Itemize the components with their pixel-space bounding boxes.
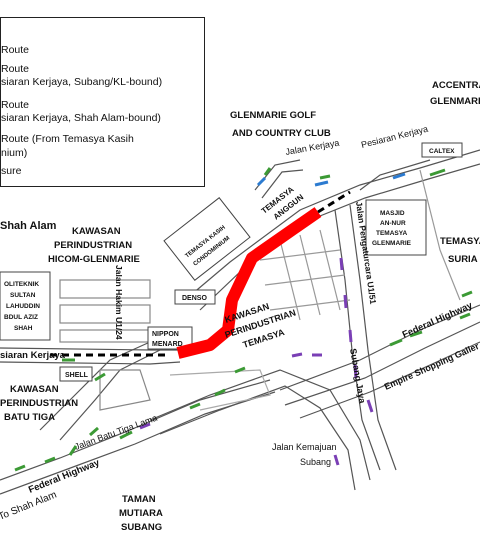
nippon-label-2: MENARD bbox=[152, 341, 183, 348]
jalan-kerjaya-label: Jalan Kerjaya bbox=[285, 138, 340, 157]
politeknik-label-4: BDUL AZIZ bbox=[4, 314, 38, 321]
jalan-kemajuan-label-1: Jalan Kemajuan bbox=[272, 442, 337, 452]
masjid-label-4: GLENMARIE bbox=[372, 240, 412, 247]
to-shah-alam-label: To Shah Alam bbox=[0, 489, 58, 522]
temasya-suria-label-1: TEMASYA bbox=[440, 236, 480, 247]
politeknik-label-1: OLITEKNIK bbox=[4, 281, 39, 288]
jalan-hakim-label: Jalan Hakim U1/24 bbox=[114, 265, 124, 340]
nippon-box bbox=[147, 326, 193, 350]
legend: Route Route siaran Kerjaya, Subang/KL-bo… bbox=[0, 17, 205, 187]
legend-item-5: siaran Kerjaya, Shah Alam-bound) bbox=[1, 112, 161, 124]
denso-label: DENSO bbox=[182, 295, 207, 302]
federal-highway-right-label: Federal Highway bbox=[401, 300, 475, 341]
purple-route-marks bbox=[139, 257, 374, 466]
masjid-box bbox=[365, 199, 427, 256]
caltex-box bbox=[421, 142, 463, 158]
kawasan-hicom-label-2: PERINDUSTRIAN bbox=[54, 240, 132, 251]
politeknik-box bbox=[0, 271, 51, 341]
kawasan-batu-tiga-label-2: PERINDUSTRIAN bbox=[0, 398, 78, 409]
denso-box bbox=[174, 289, 216, 305]
accentra-label-1: ACCENTRA bbox=[432, 80, 480, 91]
politeknik-label-3: LAHUDDIN bbox=[6, 303, 40, 310]
legend-item-7: nium) bbox=[1, 147, 28, 159]
legend-item-1: Route bbox=[1, 44, 30, 56]
nippon-label-1: NIPPON bbox=[152, 331, 179, 338]
masjid-label-1: MASJID bbox=[380, 210, 405, 217]
shell-label: SHELL bbox=[65, 372, 89, 379]
taman-mutiara-label-1: TAMAN bbox=[122, 494, 156, 505]
green-route-marks bbox=[14, 167, 473, 472]
kawasan-hicom-label-3: HICOM-GLENMARIE bbox=[48, 254, 140, 265]
masjid-label-3: TEMASYA bbox=[376, 230, 407, 237]
kawasan-batu-tiga-label-3: BATU TIGA bbox=[4, 412, 55, 423]
accentra-label-2: GLENMARIE bbox=[430, 96, 480, 107]
masjid-label-2: AN-NUR bbox=[380, 220, 406, 227]
legend-item-2: Route bbox=[1, 63, 30, 75]
road-closure-segment bbox=[176, 207, 322, 359]
jalan-kemajuan-label-2: Subang bbox=[300, 457, 331, 467]
legend-item-4: Route bbox=[1, 99, 30, 111]
legend-item-6: Route (From Temasya Kasih bbox=[1, 133, 134, 145]
legend-item-3: siaran Kerjaya, Subang/KL-bound) bbox=[1, 76, 163, 88]
shah-alam-label: Shah Alam bbox=[0, 220, 57, 232]
taman-mutiara-label-3: SUBANG bbox=[121, 522, 162, 533]
glenmarie-golf-label-1: GLENMARIE GOLF bbox=[230, 110, 316, 121]
closure-dashes bbox=[50, 190, 351, 357]
shell-box bbox=[59, 366, 93, 382]
subang-jaya-label: Subang Jaya bbox=[348, 348, 368, 405]
politeknik-label-5: SHAH bbox=[14, 325, 33, 332]
caltex-label: CALTEX bbox=[429, 148, 455, 155]
legend-item-8: sure bbox=[1, 165, 22, 177]
road-network bbox=[0, 149, 480, 495]
kawasan-batu-tiga-label-1: KAWASAN bbox=[10, 384, 59, 395]
pesiaran-kerjaya-top-label: Pesiaran Kerjaya bbox=[360, 124, 429, 150]
jalan-batu-tiga-lama-label: Jalan Batu Tiga Lama bbox=[73, 413, 158, 452]
empire-label: Empire Shopping Galler bbox=[383, 341, 480, 392]
temasya-kasih-box bbox=[163, 197, 251, 281]
glenmarie-golf-label-2: AND COUNTRY CLUB bbox=[232, 128, 331, 139]
temasya-suria-label-2: SURIA bbox=[448, 254, 478, 265]
pesiaran-kerjaya-left-label: siaran Kerjaya bbox=[0, 350, 66, 361]
taman-mutiara-label-2: MUTIARA bbox=[119, 508, 163, 519]
kawasan-hicom-label-1: KAWASAN bbox=[72, 226, 121, 237]
politeknik-label-2: SULTAN bbox=[10, 292, 36, 299]
building-boxes bbox=[0, 142, 463, 382]
federal-highway-left-label: Federal Highway bbox=[27, 457, 102, 496]
blue-route-marks bbox=[256, 172, 406, 187]
